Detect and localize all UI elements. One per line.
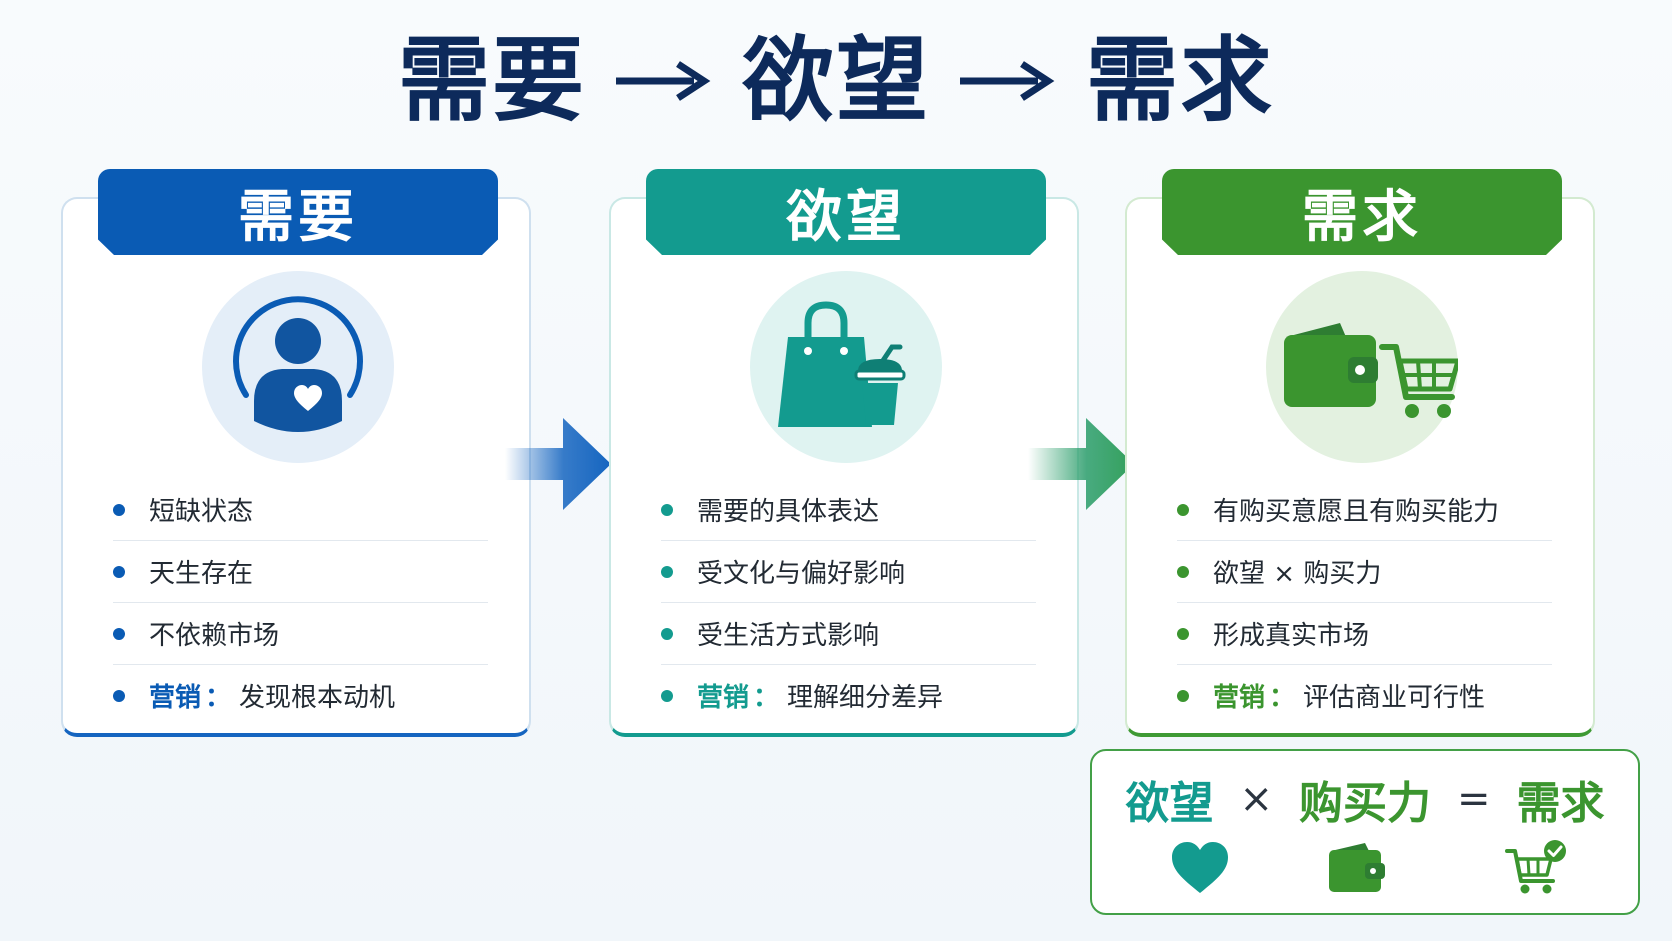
bullet-dot — [1177, 565, 1189, 578]
bullet-dot — [1177, 689, 1189, 702]
main-title: 需要 欲望 需求 — [0, 26, 1672, 136]
multiply-sign: × — [1239, 776, 1273, 822]
bullet-dot — [113, 627, 125, 640]
person-heart-icon — [233, 296, 363, 432]
marketing-label: 营销 — [697, 683, 750, 713]
cart-check-icon — [1505, 837, 1569, 901]
card-header: 需要 — [98, 169, 498, 255]
wallet-cart-icon — [1284, 323, 1458, 418]
marketing-text: 理解细分差异 — [787, 683, 944, 713]
right-arrow-icon — [615, 61, 711, 101]
demand-card: 需求 有购买意愿且有购买能力 欲望 × 购买力 形成真实市场 营销：评估商业可行… — [1125, 169, 1595, 737]
bullet-list: 有购买意愿且有购买能力 欲望 × 购买力 形成真实市场 营销：评估商业可行性 — [1177, 479, 1552, 726]
list-item: 受文化与偏好影响 — [661, 541, 1036, 603]
bullet-dot — [1177, 627, 1189, 640]
list-item: 短缺状态 — [113, 479, 488, 541]
icon-badge — [202, 271, 394, 463]
list-item: 形成真实市场 — [1177, 603, 1552, 665]
bullet-list: 短缺状态 天生存在 不依赖市场 营销：发现根本动机 — [113, 479, 488, 726]
list-item: 不依赖市场 — [113, 603, 488, 665]
equals-sign: = — [1457, 776, 1491, 822]
wallet-icon — [1325, 837, 1389, 901]
bullet-dot — [661, 627, 673, 640]
formula-box: 欲望 × 购买力 = 需求 — [1090, 749, 1640, 915]
card-header: 需求 — [1162, 169, 1562, 255]
bullet-dot — [661, 503, 673, 516]
right-arrow-icon — [960, 61, 1055, 101]
formula-demand: 需求 — [1516, 778, 1605, 829]
list-item: 受生活方式影响 — [661, 603, 1036, 665]
formula-want: 欲望 — [1125, 778, 1214, 829]
bullet-list: 需要的具体表达 受文化与偏好影响 受生活方式影响 营销：理解细分差异 — [661, 479, 1036, 726]
formula-purchasing-power: 购买力 — [1299, 778, 1431, 829]
list-item: 有购买意愿且有购买能力 — [1177, 479, 1552, 541]
marketing-text: 评估商业可行性 — [1303, 683, 1486, 713]
flow-arrow-icon — [1028, 418, 1134, 510]
bullet-dot — [661, 689, 673, 702]
marketing-text: 发现根本动机 — [239, 683, 396, 713]
marketing-label: 营销 — [1213, 683, 1266, 713]
list-item: 需要的具体表达 — [661, 479, 1036, 541]
marketing-item: 营销：发现根本动机 — [113, 665, 488, 726]
shopping-bag-drink-icon — [778, 301, 906, 427]
list-item: 天生存在 — [113, 541, 488, 603]
title-want: 欲望 — [741, 27, 930, 134]
card-header: 欲望 — [646, 169, 1046, 255]
want-card: 欲望 需要的具体表达 受文化与偏好影响 受生活方式影响 营销：理解细分差异 — [609, 169, 1079, 737]
need-card: 需要 短缺状态 天生存在 不依赖市场 营销：发现根本动机 — [61, 169, 531, 737]
bullet-dot — [113, 503, 125, 516]
list-item: 欲望 × 购买力 — [1177, 541, 1552, 603]
heart-icon — [1168, 837, 1232, 901]
icon-badge — [750, 271, 942, 463]
marketing-item: 营销：评估商业可行性 — [1177, 665, 1552, 726]
title-need: 需要 — [397, 27, 586, 134]
bullet-dot — [1177, 503, 1189, 516]
formula-row: 欲望 × 购买力 = 需求 — [1092, 769, 1638, 829]
marketing-label: 营销 — [149, 683, 202, 713]
bullet-dot — [113, 689, 125, 702]
bullet-dot — [661, 565, 673, 578]
flow-arrow-icon — [505, 418, 611, 510]
title-demand: 需求 — [1086, 27, 1275, 134]
marketing-item: 营销：理解细分差异 — [661, 665, 1036, 726]
bullet-dot — [113, 565, 125, 578]
icon-badge — [1266, 271, 1458, 463]
